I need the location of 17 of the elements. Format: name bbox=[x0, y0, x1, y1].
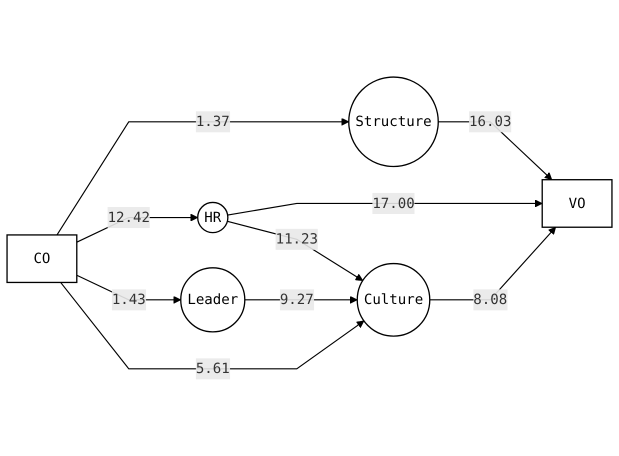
node-box: VO bbox=[542, 178, 613, 228]
arrow bbox=[227, 220, 364, 281]
node-circle: HR bbox=[197, 202, 228, 234]
edge-label: 12.42 bbox=[108, 208, 150, 226]
edge-label: 9.27 bbox=[280, 290, 314, 308]
arrow bbox=[60, 282, 364, 370]
edge-label: 17.00 bbox=[372, 194, 415, 212]
node-circle: Leader bbox=[180, 266, 246, 332]
edge-label: 5.61 bbox=[196, 360, 230, 377]
node-circle: Culture bbox=[356, 262, 430, 337]
node-box: CO bbox=[6, 234, 78, 283]
edge-label: 16.03 bbox=[469, 112, 512, 130]
edge-label: 8.08 bbox=[473, 290, 508, 308]
edge-label: 1.43 bbox=[112, 290, 146, 308]
edge-label: 1.37 bbox=[196, 112, 230, 130]
node-circle: Structure bbox=[348, 76, 439, 167]
edge-label: 11.23 bbox=[276, 230, 318, 248]
